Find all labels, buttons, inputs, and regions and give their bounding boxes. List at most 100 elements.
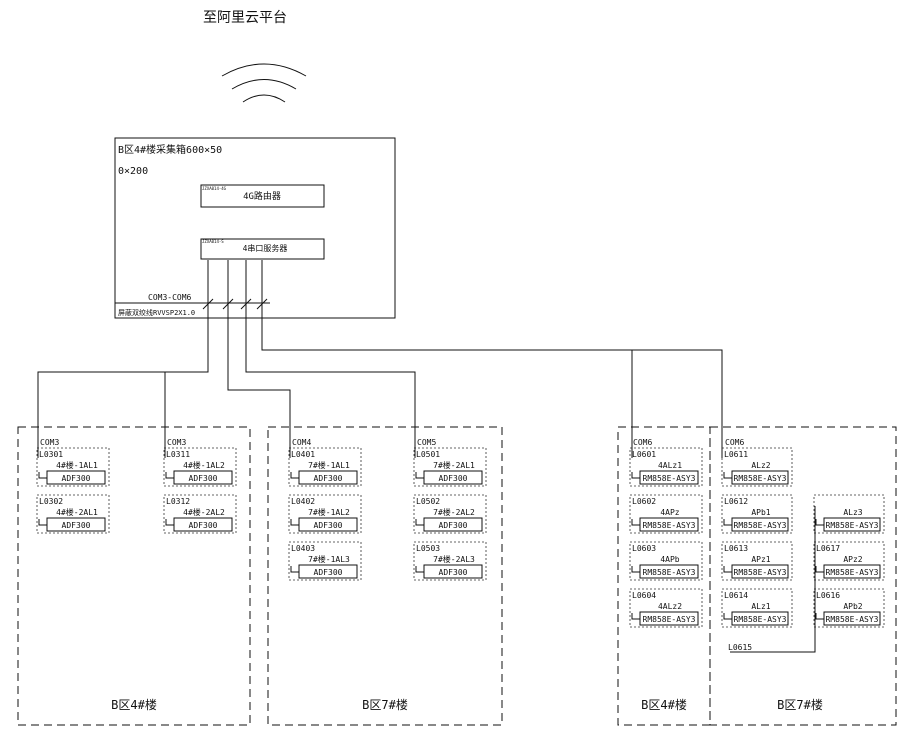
meter-name: 4ALz2 [658, 602, 682, 611]
meter-name: 7#楼-2AL3 [433, 554, 475, 564]
meter-model: ADF300 [439, 568, 468, 577]
meter-address: L0312 [166, 497, 190, 506]
meter-model: ADF300 [314, 474, 343, 483]
meter-group: COM6L06014ALz1RM858E-ASY3L06024APzRM858E… [629, 438, 703, 628]
server-label: 4串口服务器 [243, 243, 288, 253]
meter-address: L0617 [816, 544, 840, 553]
meter-group: ALz3RM858E-ASY3L0617APz2RM858E-ASY3L0616… [813, 494, 885, 628]
bus-cable [37, 260, 209, 458]
meter-connector [415, 472, 424, 479]
meter-connector [38, 472, 47, 479]
meter-address: L0611 [724, 450, 748, 459]
meter-address: L0311 [166, 450, 190, 459]
router-4g: JZXA014-4G 4G路由器 [200, 184, 325, 208]
bus-cable [164, 371, 208, 458]
meter-connector [815, 613, 824, 620]
meter-name: 4#楼-1AL1 [56, 460, 98, 470]
meter-connector [631, 566, 640, 573]
meter-connector [723, 472, 732, 479]
meter-name: APb2 [843, 602, 862, 611]
meter-name: APz2 [843, 555, 862, 564]
cabinet-label: B区4#楼采集箱600×50 [118, 143, 222, 156]
router-tag: JZXA014-4G [202, 186, 227, 191]
zone-label: B区7#楼 [362, 697, 408, 712]
meter-name: 7#楼-2AL2 [433, 507, 475, 517]
com-port-label: COM6 [633, 438, 652, 447]
meter-name: 7#楼-1AL2 [308, 507, 350, 517]
cable-tick [240, 298, 252, 310]
meter-group: COM4L04017#楼-1AL1ADF300L04027#楼-1AL2ADF3… [288, 438, 362, 581]
meter-address: L0613 [724, 544, 748, 553]
meter-connector [815, 519, 824, 526]
com-port-label: COM6 [725, 438, 744, 447]
com-port-label: COM4 [292, 438, 311, 447]
meter-connector [631, 472, 640, 479]
extra-address: L0615 [728, 643, 752, 652]
cable-label: 屏蔽双绞线RVVSP2X1.0 [118, 308, 195, 317]
meter-address: L0603 [632, 544, 656, 553]
serial-server: JZXA014-S 4串口服务器 [200, 238, 325, 260]
com-label: COM3-COM6 [148, 293, 192, 302]
meter-connector [415, 519, 424, 526]
meter-connector [723, 566, 732, 573]
server-tag: JZXA014-S [202, 239, 224, 244]
zone-label: B区7#楼 [777, 697, 823, 712]
meter-model: ADF300 [62, 474, 91, 483]
meter-connector [290, 566, 299, 573]
meter-name: 4#楼-2AL2 [183, 507, 225, 517]
cable-tick [222, 298, 234, 310]
cabinet-size: 0×200 [118, 166, 148, 177]
router-label: 4G路由器 [243, 190, 281, 202]
meter-group: COM3L03014#楼-1AL1ADF300L03024#楼-2AL1ADF3… [36, 438, 110, 534]
meter-address: L0403 [291, 544, 315, 553]
com-port-label: COM3 [40, 438, 59, 447]
extra-address-label: L0615 [728, 643, 752, 652]
meter-address: L0601 [632, 450, 656, 459]
bus-cable [730, 506, 816, 653]
meter-name: APb1 [751, 508, 770, 517]
meter-name: 7#楼-2AL1 [433, 460, 475, 470]
meter-address: L0616 [816, 591, 840, 600]
com-port-label: COM5 [417, 438, 436, 447]
meter-model: ADF300 [189, 521, 218, 530]
meter-connector [631, 613, 640, 620]
bus-cable [261, 260, 633, 458]
meter-address: L0302 [39, 497, 63, 506]
bus-cable [632, 349, 723, 458]
meter-model: RM858E-ASY3 [826, 615, 879, 624]
meter-name: 7#楼-1AL3 [308, 554, 350, 564]
groups-layer: COM3L03014#楼-1AL1ADF300L03024#楼-2AL1ADF3… [36, 438, 885, 652]
com-port-label: COM3 [167, 438, 186, 447]
meter-model: RM858E-ASY3 [643, 474, 696, 483]
zone-b4-left: B区4#楼 [17, 426, 251, 726]
meter-address: L0602 [632, 497, 656, 506]
meter-name: ALz3 [843, 508, 862, 517]
wireless-signal-icon [221, 63, 307, 103]
meter-name: 7#楼-1AL1 [308, 460, 350, 470]
collection-cabinet: B区4#楼采集箱600×50 0×200 JZXA014-4G 4G路由器 JZ… [114, 137, 396, 319]
meter-group: COM6L0611ALz2RM858E-ASY3L0612APb1RM858E-… [721, 438, 793, 628]
meter-address: L0501 [416, 450, 440, 459]
meter-model: RM858E-ASY3 [643, 568, 696, 577]
wires-layer [37, 260, 816, 653]
meter-name: 4ALz1 [658, 461, 682, 470]
meter-name: ALz2 [751, 461, 770, 470]
